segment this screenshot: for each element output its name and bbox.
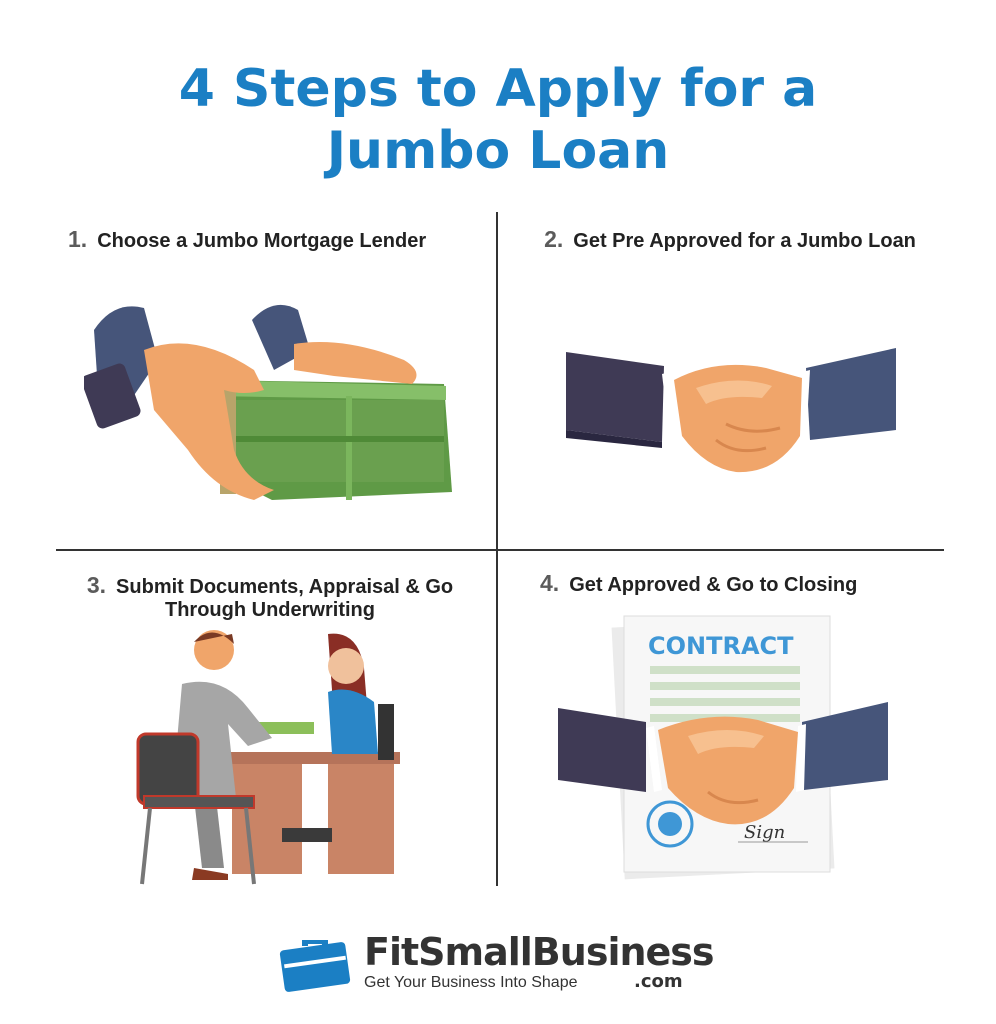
meeting-at-desk-illustration — [136, 630, 400, 885]
step-2-text: Get Pre Approved for a Jumbo Loan — [573, 230, 916, 252]
step-2-heading: 2. Get Pre Approved for a Jumbo Loan — [540, 228, 920, 253]
money-stack — [212, 380, 452, 500]
brand-name: FitSmallBusiness — [364, 930, 715, 974]
briefcase-icon — [279, 940, 351, 992]
step-1-heading: 1. Choose a Jumbo Mortgage Lender — [68, 228, 488, 253]
page-title: 4 Steps to Apply for a Jumbo Loan — [0, 58, 996, 182]
step-1-number: 1. — [68, 226, 88, 252]
signature: Sign — [744, 822, 785, 843]
handshake-illustration — [566, 348, 896, 473]
step-3-heading: 3. Submit Documents, Appraisal & Go Throu… — [80, 574, 460, 622]
contract-heading: CONTRACT — [648, 632, 794, 660]
brand-logo[interactable]: FitSmallBusiness Get Your Business Into … — [278, 930, 715, 1000]
step-4-heading: 4. Get Approved & Go to Closing — [540, 572, 930, 597]
step-1-text: Choose a Jumbo Mortgage Lender — [97, 230, 427, 252]
page-title-line-2: Jumbo Loan — [326, 121, 670, 181]
woman-figure — [282, 633, 394, 842]
step-3-number: 3. — [86, 572, 107, 598]
hands-with-money-stack-illustration — [84, 304, 452, 500]
step-4-text: Get Approved & Go to Closing — [569, 574, 858, 596]
step-2-number: 2. — [544, 226, 564, 252]
clasped-hands — [674, 364, 802, 473]
horizontal-divider — [56, 549, 944, 551]
contract-handshake-illustration: CONTRACT Sign — [558, 615, 888, 880]
step-3-text: Submit Documents, Appraisal & Go Through… — [116, 576, 454, 621]
brand-suffix: .com — [634, 971, 683, 992]
office-chair — [136, 732, 256, 885]
step-4-number: 4. — [540, 570, 560, 596]
page-title-line-1: 4 Steps to Apply for a — [178, 59, 818, 119]
document-folder — [252, 722, 314, 734]
seal-stamp — [646, 800, 694, 848]
brand-tagline: Get Your Business Into Shape — [364, 974, 578, 991]
